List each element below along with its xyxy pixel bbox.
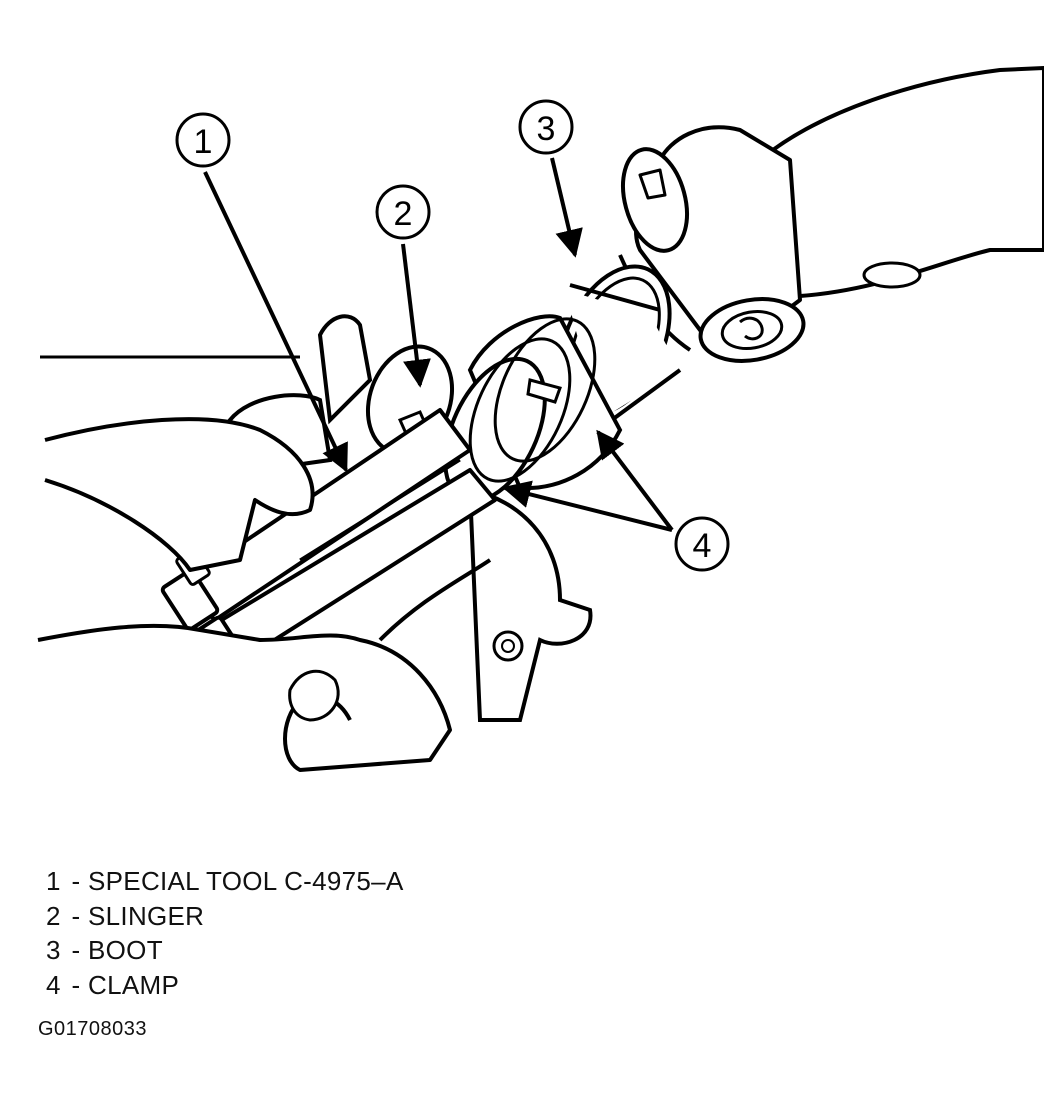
installation-illustration: 1 2 3 4 (37, 66, 1044, 772)
legend-number: 2 (46, 900, 61, 931)
callout-1: 1 (175, 112, 231, 168)
legend-item: 4 - CLAMP (46, 968, 404, 1003)
clamp-boot-housing (443, 314, 623, 504)
leader-arrow-4a (502, 480, 673, 532)
parts-legend: 1 - SPECIAL TOOL C-4975–A 2 - SLINGER 3 … (46, 864, 404, 1002)
callout-2: 2 (375, 184, 431, 240)
callout-number: 4 (693, 527, 712, 565)
figure-id: G01708033 (38, 1018, 148, 1040)
callout-3: 3 (518, 99, 574, 155)
technician-hands (37, 417, 492, 772)
legend-number: 1 (46, 866, 61, 896)
legend-text: SPECIAL TOOL C-4975–A (88, 866, 404, 896)
leader-arrow-2 (401, 243, 431, 388)
legend-number: 3 (46, 935, 61, 965)
leader-arrow-4b (596, 429, 674, 532)
legend-text: CLAMP (88, 969, 180, 1000)
legend-item: 2 - SLINGER (46, 899, 404, 934)
legend-text: BOOT (88, 935, 163, 965)
leader-arrows (203, 157, 674, 532)
legend-item: 1 - SPECIAL TOOL C-4975–A (46, 864, 404, 899)
leader-arrow-3 (550, 157, 583, 258)
legend-item: 3 - BOOT (46, 933, 404, 968)
axle-yoke-assembly (618, 66, 1044, 363)
callout-4: 4 (674, 516, 730, 572)
legend-number: 4 (46, 969, 61, 1000)
legend-text: SLINGER (88, 900, 205, 931)
callout-number: 2 (394, 195, 413, 233)
callout-number: 1 (194, 123, 213, 161)
callout-number: 3 (537, 110, 556, 148)
leader-arrow-1 (203, 171, 348, 473)
